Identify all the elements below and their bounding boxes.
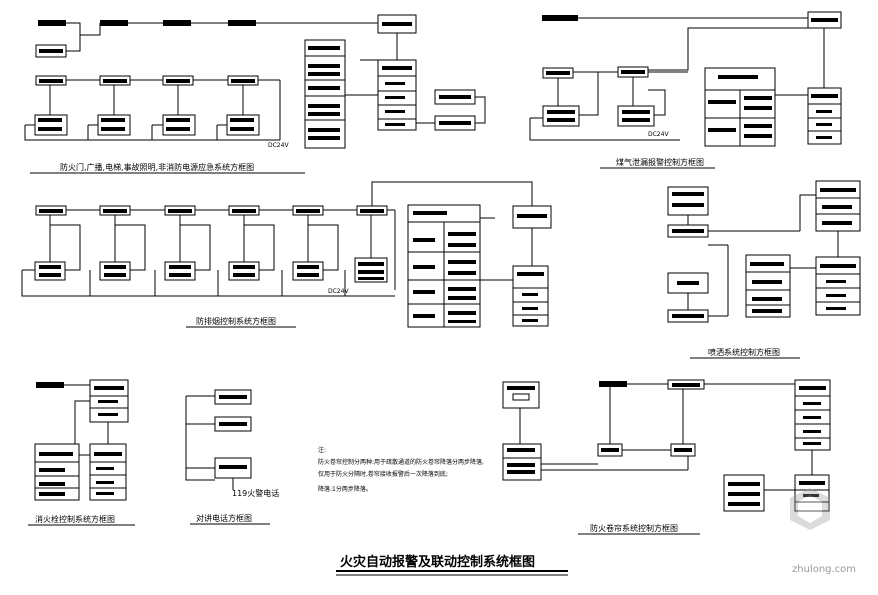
gas-title: 煤气泄漏报警控制方框图 — [616, 157, 704, 167]
fire-door-top-block-1 — [38, 20, 66, 26]
smoke-devices — [21, 215, 395, 297]
watermark-text: zhulong.com — [792, 564, 856, 575]
hydrant-section: 消火栓控制系统方框图 — [28, 379, 135, 526]
phone-title: 对讲电话方框图 — [196, 513, 252, 523]
smoke-title: 防排烟控制系统方框图 — [196, 316, 276, 326]
fire-door-power-label: DC24V — [268, 142, 289, 149]
main-title: 火灾自动报警及联动控制系统框图 — [340, 554, 535, 570]
notes-line-1: 防火卷帘控制分两种:用于疏散通道的防火卷帘降落分两步降落, — [318, 458, 484, 466]
fire-door-devices — [24, 85, 280, 141]
phone-section: 119火警电话 对讲电话方框图 — [185, 389, 279, 525]
fire-door-controller-stack — [345, 59, 417, 131]
gas-section: DC24V 煤气泄漏报警控制方框图 — [529, 11, 842, 169]
smoke-power-label: DC24V — [328, 288, 349, 295]
phone-119-label: 119火警电话 — [232, 488, 279, 498]
shutter-section: 防火卷帘系统控制方框图 — [502, 379, 831, 535]
sprinkler-section: 喷洒系统控制方框图 — [667, 180, 861, 359]
notes-line-3: 降落:1分两步降落。 — [318, 485, 372, 493]
notes-heading: 注: — [318, 446, 326, 454]
shutter-title: 防火卷帘系统控制方框图 — [590, 523, 678, 533]
fire-door-top-block-2 — [100, 20, 128, 26]
notes-line-2: 仅用于防火分隔时,卷帘接收报警后一次降落到底; — [318, 470, 448, 478]
sprinkler-title: 喷洒系统控制方框图 — [708, 347, 780, 357]
shutter-controller — [794, 379, 831, 451]
fire-door-top-block-3 — [163, 20, 191, 26]
smoke-section: DC24V — [21, 181, 552, 328]
notes-block: 注: 防火卷帘控制分两种:用于疏散通道的防火卷帘降落分两步降落, 仅用于防火分隔… — [318, 446, 484, 493]
gas-power-label: DC24V — [648, 131, 669, 138]
fire-door-right-boxes — [416, 89, 486, 131]
gas-top-block — [542, 15, 578, 21]
fire-door-section: DC24V — [24, 14, 486, 174]
smoke-panel — [407, 204, 481, 328]
hydrant-title: 消火栓控制系统方框图 — [35, 514, 115, 524]
fire-door-title: 防火门,广播,电梯,事故照明,非消防电源应急系统方框图 — [60, 162, 254, 172]
fire-door-top-block-4 — [228, 20, 256, 26]
watermark-logo — [790, 488, 830, 530]
fire-door-panel — [304, 39, 346, 149]
